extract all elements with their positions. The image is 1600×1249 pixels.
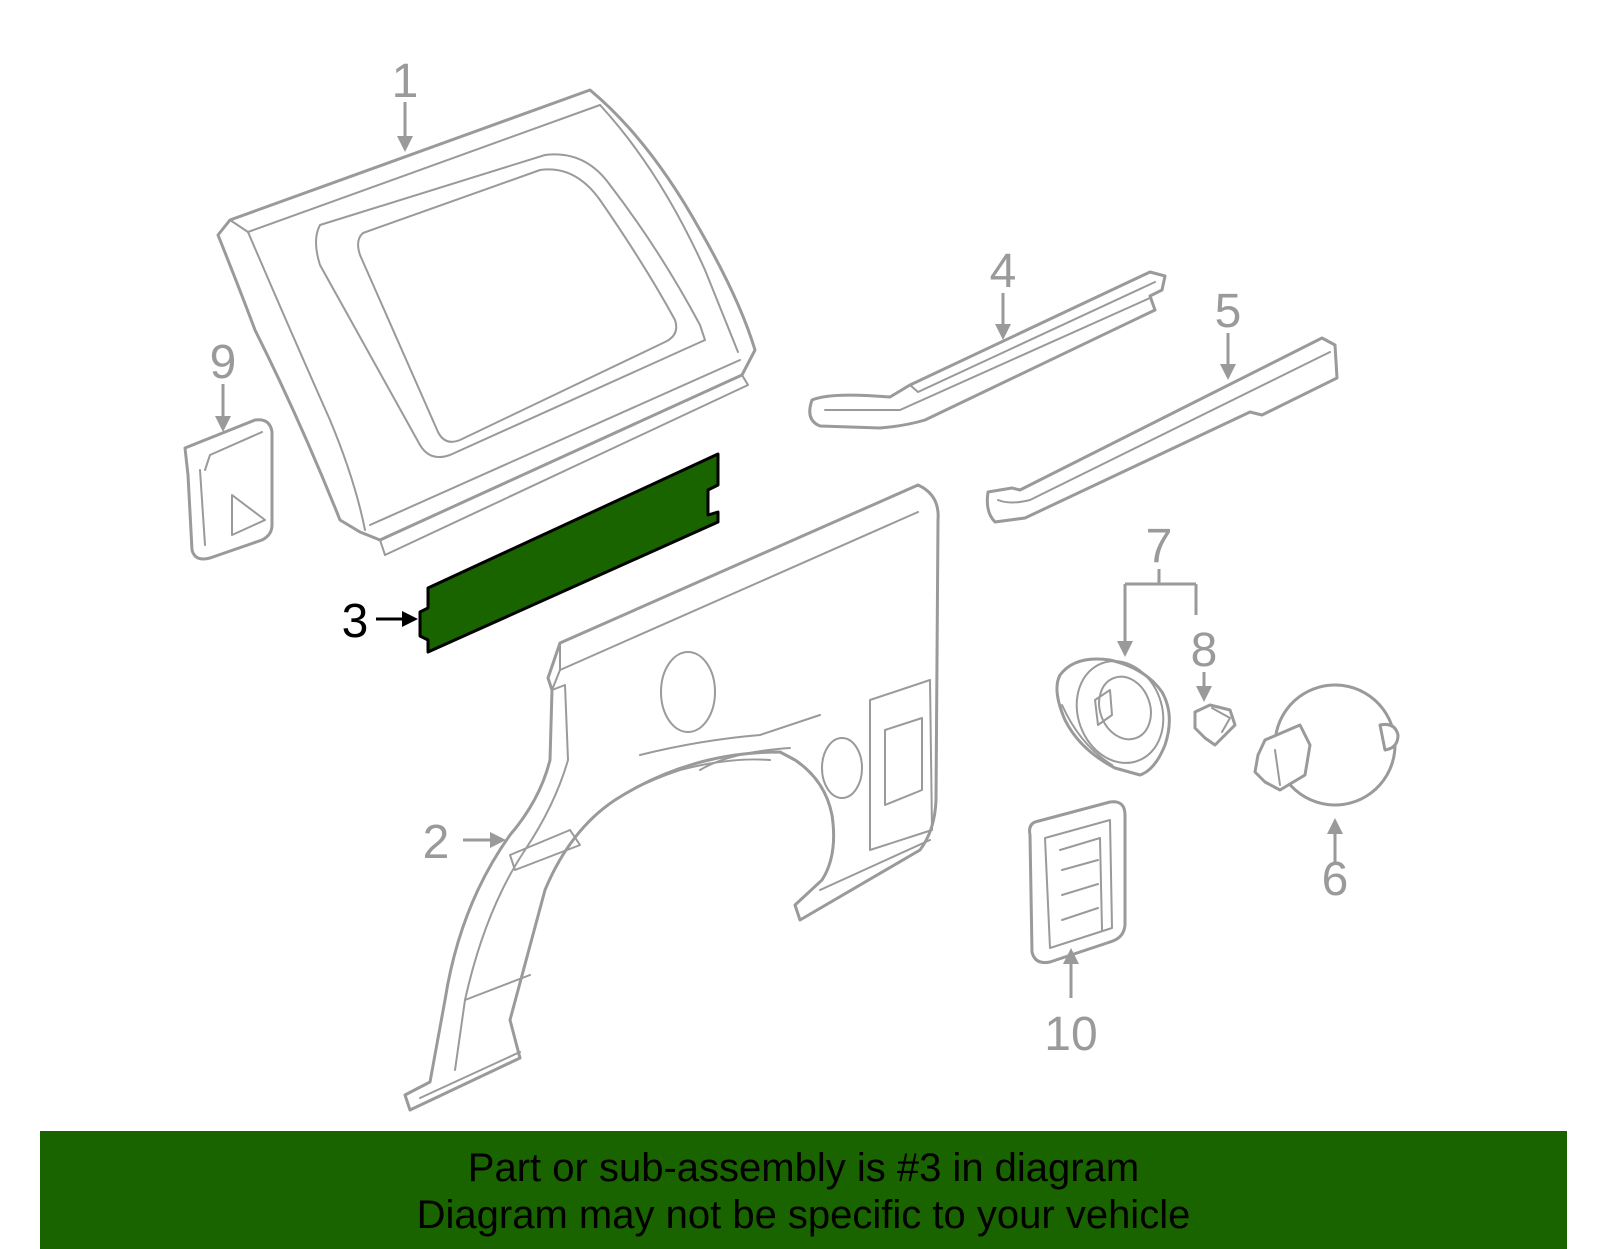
callout-2: 2 [423, 816, 450, 869]
banner-line-2: Diagram may not be specific to your vehi… [416, 1193, 1191, 1237]
part-3-reinforcement-strip[interactable] [418, 452, 720, 654]
callout-8: 8 [1191, 624, 1218, 677]
callout-9: 9 [210, 336, 237, 389]
part-1-quarter-window-panel[interactable] [216, 88, 757, 556]
callout-1: 1 [392, 55, 419, 108]
callout-5: 5 [1215, 285, 1242, 338]
callout-10: 10 [1044, 1008, 1097, 1061]
info-banner: Part or sub-assembly is #3 in diagram Di… [40, 1131, 1567, 1249]
part-9-bracket[interactable] [183, 418, 274, 561]
part-5-molding[interactable] [985, 336, 1339, 524]
part-6-fuel-door[interactable] [1253, 672, 1408, 819]
callout-3: 3 [342, 595, 369, 648]
part-2-lower-quarter-panel[interactable] [403, 483, 940, 1112]
callout-7: 7 [1146, 520, 1173, 573]
leader-lines [215, 102, 1343, 998]
callout-6: 6 [1322, 853, 1349, 906]
callout-labels: 1 9 4 5 7 8 6 10 2 3 [210, 55, 1349, 1061]
part-7-fuel-housing[interactable] [1055, 649, 1177, 777]
part-8-bolt[interactable] [1193, 703, 1237, 747]
callout-4: 4 [990, 245, 1017, 298]
part-4-molding[interactable] [808, 270, 1167, 430]
banner-line-1: Part or sub-assembly is #3 in diagram [467, 1146, 1140, 1190]
part-10-vent[interactable] [1028, 800, 1127, 964]
